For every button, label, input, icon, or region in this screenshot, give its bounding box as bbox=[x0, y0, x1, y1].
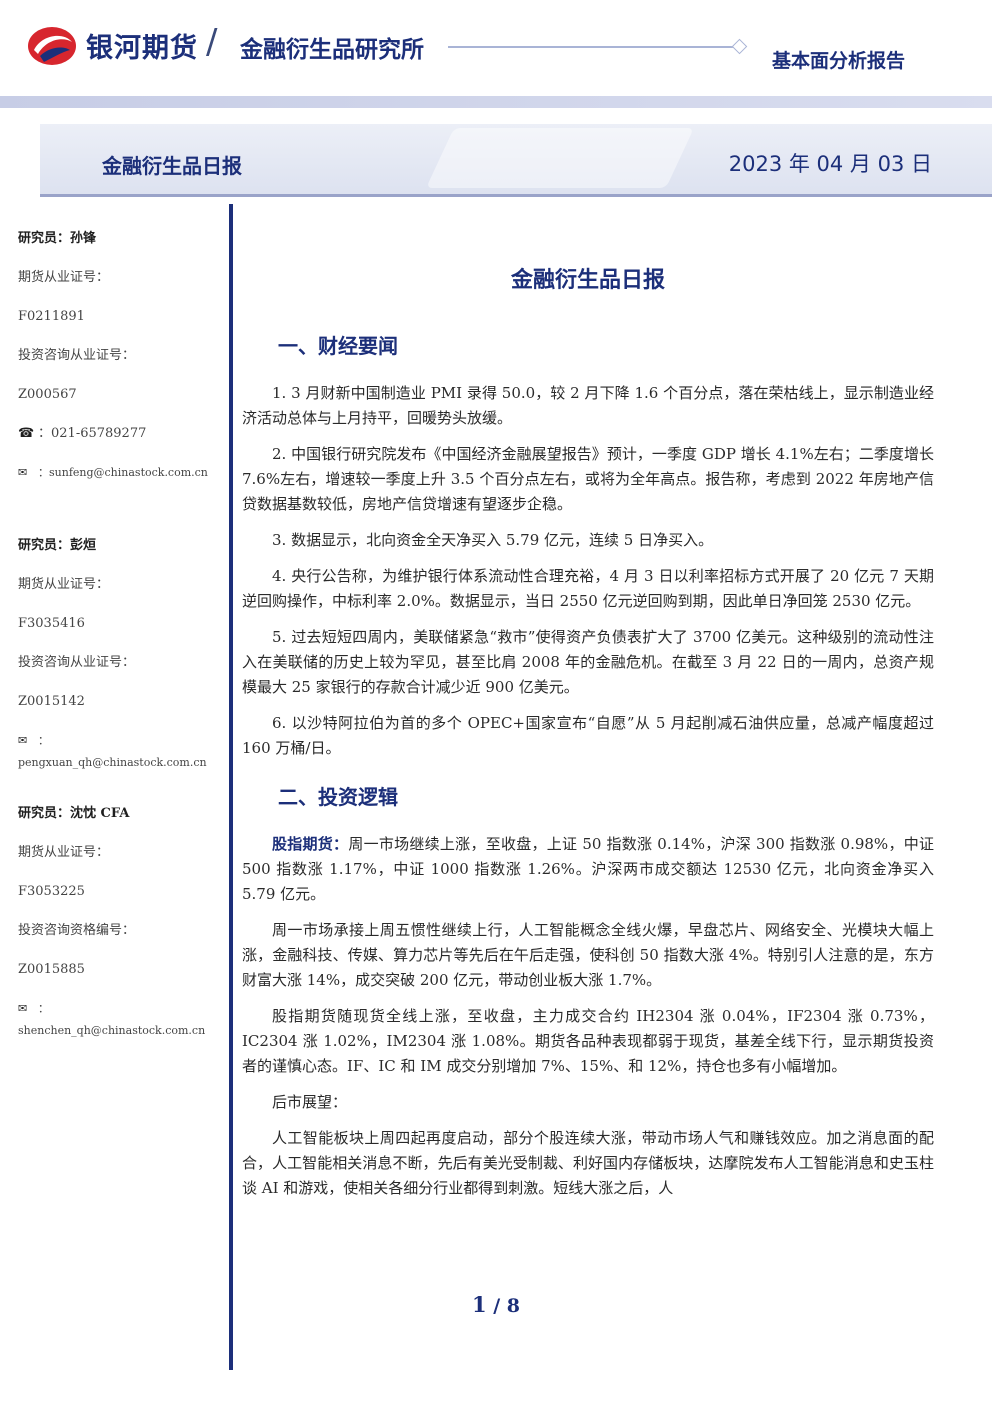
phone-icon: ☎ bbox=[18, 426, 35, 441]
logic-paragraph: 周一市场承接上周五惯性继续上行，人工智能概念全线火爆，早盘芯片、网络安全、光模块… bbox=[242, 921, 934, 989]
page-current: 1 bbox=[471, 1292, 487, 1317]
document-title: 金融衍生品日报 bbox=[510, 268, 665, 293]
banner-decoration bbox=[426, 128, 694, 188]
consult-label: 投资咨询从业证号： bbox=[18, 655, 136, 670]
news-paragraph: 1. 3 月财新中国制造业 PMI 录得 50.0，较 2 月下降 1.6 个百… bbox=[242, 384, 934, 427]
header-separator: / bbox=[206, 22, 218, 62]
consult-label: 投资咨询从业证号： bbox=[18, 348, 136, 363]
email-row: ✉：pengxuan_qh@chinastock.com.cn bbox=[18, 730, 223, 769]
diamond-icon bbox=[731, 38, 748, 55]
analyst-name: 研究员：孙锋 bbox=[18, 231, 97, 246]
analyst-card: 研究员：沈忱 CFA 期货从业证号： F3053225 投资咨询资格编号： Z0… bbox=[18, 803, 223, 1037]
report-date: 2023 年 04 月 03 日 bbox=[728, 152, 932, 176]
email-row: ✉ ：sunfeng@chinastock.com.cn bbox=[18, 462, 223, 501]
header-band bbox=[0, 96, 992, 108]
galaxy-logo-icon bbox=[28, 27, 76, 65]
cert-value: F3035416 bbox=[18, 616, 85, 631]
analyst-name: 研究员：彭烜 bbox=[18, 538, 97, 553]
news-paragraph: 4. 央行公告称，为维护银行体系流动性合理充裕，4 月 3 日以利率招标方式开展… bbox=[242, 567, 934, 610]
news-paragraph: 3. 数据显示，北向资金全天净买入 5.79 亿元，连续 5 日净买入。 bbox=[272, 531, 714, 549]
email-address[interactable]: ：shenchen_qh@chinastock.com.cn bbox=[18, 1002, 206, 1037]
report-banner: 金融衍生品日报 2023 年 04 月 03 日 bbox=[40, 124, 992, 197]
analyst-card: 研究员：彭烜 期货从业证号： F3035416 投资咨询从业证号： Z00151… bbox=[18, 535, 223, 769]
logic-paragraph: 股指期货：周一市场继续上涨，至收盘，上证 50 指数涨 0.14%，沪深 300… bbox=[242, 832, 934, 907]
news-paragraph: 6. 以沙特阿拉伯为首的多个 OPEC+国家宣布“自愿”从 5 月起削减石油供应… bbox=[242, 714, 934, 757]
banner-title: 金融衍生品日报 bbox=[102, 154, 242, 178]
phone-row: ☎：021-65789277 bbox=[18, 423, 223, 462]
logic-paragraph: 后市展望： bbox=[272, 1093, 348, 1111]
consult-value: Z0015142 bbox=[18, 694, 85, 709]
page-number: 1 / 8 bbox=[0, 1292, 992, 1317]
mail-icon: ✉ bbox=[18, 734, 28, 747]
page-total: 8 bbox=[506, 1295, 521, 1317]
analyst-name: 研究员：沈忱 CFA bbox=[18, 806, 130, 821]
email-row: ✉：shenchen_qh@chinastock.com.cn bbox=[18, 998, 223, 1037]
page-header: 银河期货 / 金融衍生品研究所 基本面分析报告 bbox=[0, 0, 992, 112]
page-separator: / bbox=[486, 1295, 507, 1317]
header-rule bbox=[448, 46, 736, 48]
cert-label: 期货从业证号： bbox=[18, 577, 110, 592]
logic-paragraph: 人工智能板块上周四起再度启动，部分个股连续大涨，带动市场人气和赚钱效应。加之消息… bbox=[242, 1129, 934, 1197]
logic-paragraph: 股指期货随现货全线上涨，至收盘，主力成交合约 IH2304 涨 0.04%，IF… bbox=[242, 1007, 934, 1075]
institute-name: 金融衍生品研究所 bbox=[240, 37, 424, 63]
cert-label: 期货从业证号： bbox=[18, 270, 110, 285]
keyword-label: 股指期货： bbox=[272, 835, 349, 853]
consult-label: 投资咨询资格编号： bbox=[18, 923, 136, 938]
consult-value: Z0015885 bbox=[18, 962, 85, 977]
analyst-sidebar: 研究员：孙锋 期货从业证号： F0211891 投资咨询从业证号： Z00056… bbox=[18, 228, 223, 1071]
email-address[interactable]: ：pengxuan_qh@chinastock.com.cn bbox=[18, 734, 207, 769]
consult-value: Z000567 bbox=[18, 387, 77, 402]
news-paragraph: 5. 过去短短四周内，美联储紧急“救市”使得资产负债表扩大了 3700 亿美元。… bbox=[242, 628, 934, 696]
section-heading: 一、财经要闻 bbox=[278, 334, 398, 358]
cert-label: 期货从业证号： bbox=[18, 845, 110, 860]
brand-name: 银河期货 bbox=[86, 33, 198, 64]
email-address[interactable]: ：sunfeng@chinastock.com.cn bbox=[38, 466, 208, 479]
report-body: 金融衍生品日报 一、财经要闻 1. 3 月财新中国制造业 PMI 录得 50.0… bbox=[242, 262, 934, 1212]
section-heading: 二、投资逻辑 bbox=[278, 785, 398, 809]
logic-text: 周一市场继续上涨，至收盘，上证 50 指数涨 0.14%，沪深 300 指数涨 … bbox=[242, 835, 934, 903]
sidebar-divider bbox=[229, 204, 233, 1370]
mail-icon: ✉ bbox=[18, 466, 28, 479]
mail-icon: ✉ bbox=[18, 1002, 28, 1015]
news-paragraph: 2. 中国银行研究院发布《中国经济金融展望报告》预计，一季度 GDP 增长 4.… bbox=[242, 445, 934, 513]
cert-value: F3053225 bbox=[18, 884, 85, 899]
analyst-card: 研究员：孙锋 期货从业证号： F0211891 投资咨询从业证号： Z00056… bbox=[18, 228, 223, 501]
phone-number: ：021-65789277 bbox=[38, 426, 147, 441]
report-type: 基本面分析报告 bbox=[772, 50, 906, 72]
cert-value: F0211891 bbox=[18, 309, 85, 324]
